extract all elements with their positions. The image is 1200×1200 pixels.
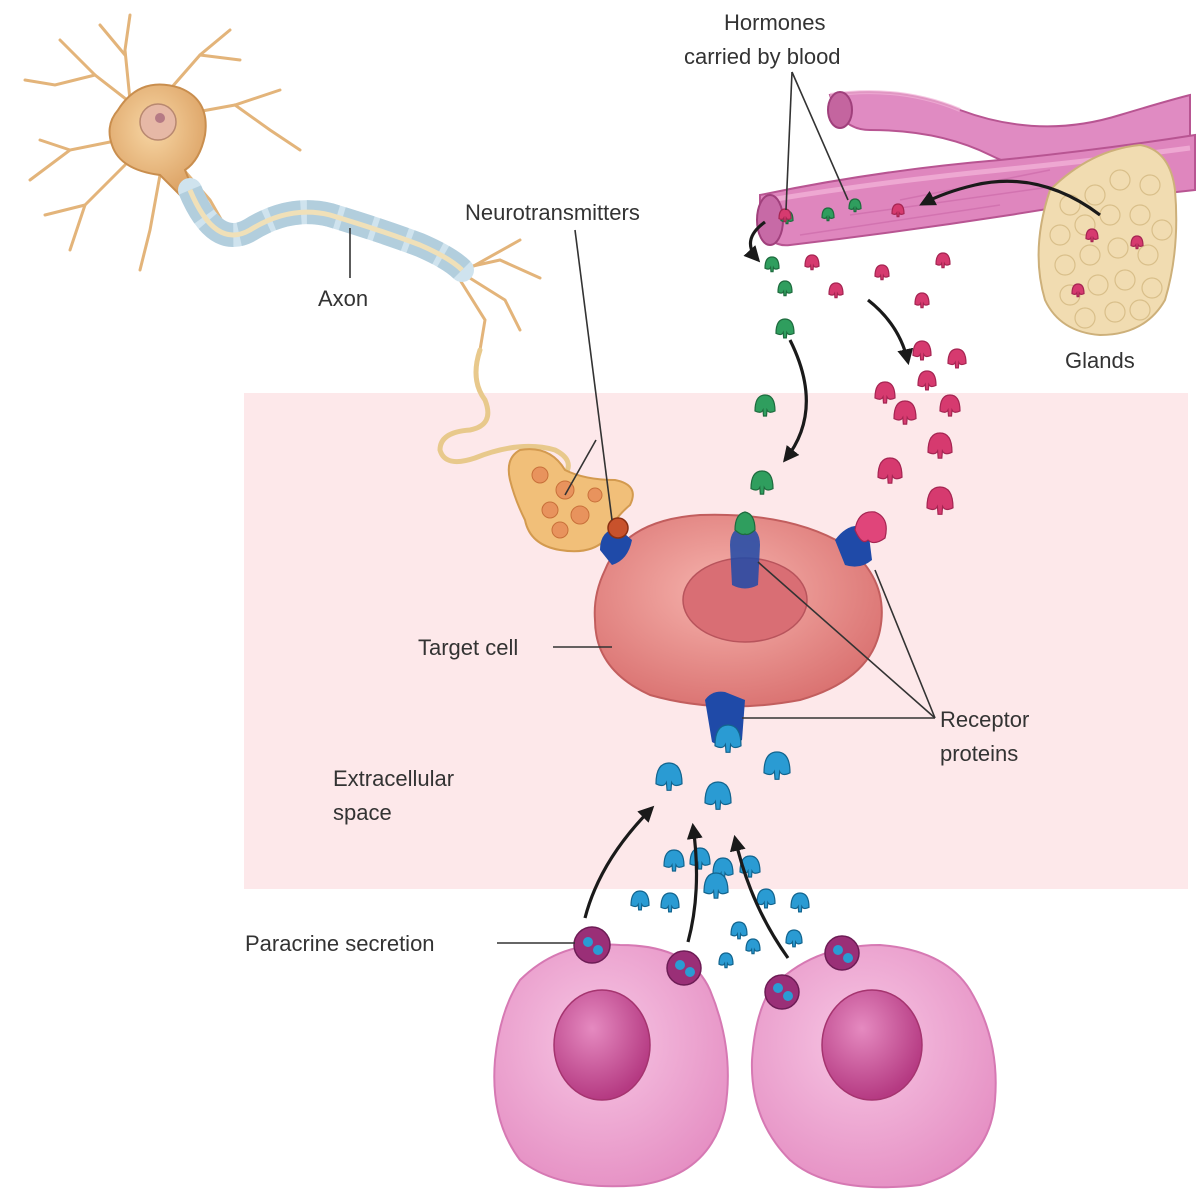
pink-hormone-molecule [939,394,961,417]
green-hormone-molecule [821,207,835,222]
pink-hormone-molecule [947,348,967,369]
receptor-proteins [600,525,872,747]
label-extracellular-line2: space [333,800,392,825]
green-hormone-bound [734,511,756,536]
pink-hormone-molecule [926,486,954,515]
pink-hormone-molecule [935,252,951,269]
label-neurotransmitters: Neurotransmitters [465,200,640,225]
label-extracellular-line1: Extracellular [333,766,454,791]
pink-hormone-molecule [778,208,792,223]
green-hormone-molecule [764,256,780,273]
green-hormone-molecule [777,280,793,297]
label-glands: Glands [1065,348,1135,373]
pink-hormone-bound [854,511,887,544]
paracrine-cell-left [493,943,729,1188]
green-hormone-molecule [754,394,776,417]
paracrine-cell-right [750,943,997,1189]
green-hormone-molecule [848,198,862,213]
label-axon: Axon [318,286,368,311]
synaptic-vesicles [531,466,603,539]
neuron [23,13,542,352]
pink-hormone-molecule [914,292,930,309]
pink-hormone-molecule [912,340,932,361]
paracrine-signal-molecule [790,892,810,913]
pink-hormone-molecule [874,264,890,281]
paracrine-signal-molecule [660,892,680,913]
paracrine-signal-molecule [714,724,742,753]
paracrine-signal-molecule [663,849,685,872]
pink-hormone-molecule [874,381,896,404]
label-receptor-line2: proteins [940,741,1018,766]
paracrine-signal-molecule [704,781,732,810]
green-hormone-molecule [750,470,774,495]
label-target-cell: Target cell [418,635,518,660]
pink-hormone-molecule [877,457,903,484]
pink-hormone-molecule [1130,235,1144,250]
flow-arrows [583,179,1101,959]
pink-hormone-molecule [927,432,953,459]
label-hormones-line2: carried by blood [684,44,841,69]
label-receptor-line1: Receptor [940,707,1029,732]
paracrine-signal-molecule [718,952,734,969]
paracrine-signal-molecule [730,921,748,940]
signal-molecules [630,198,1144,969]
pink-hormone-molecule [1085,228,1099,243]
paracrine-signal-molecule [655,762,683,791]
neurotransmitter-bound [607,517,629,539]
green-hormone-molecule [775,318,795,339]
label-hormones-line1: Hormones [724,10,825,35]
paracrine-signal-molecule [763,751,791,780]
label-paracrine-secretion: Paracrine secretion [245,931,435,956]
paracrine-signal-molecule [703,872,729,899]
paracrine-signal-molecule [745,938,761,955]
axon-fiber [437,347,571,478]
paracrine-signal-molecule [630,890,650,911]
paracrine-signal-molecule [756,888,776,909]
pink-hormone-molecule [917,370,937,391]
pink-hormone-molecule [828,282,844,299]
pink-hormone-molecule [1071,283,1085,298]
paracrine-signal-molecule [785,929,803,948]
pink-hormone-molecule [804,254,820,271]
pink-hormone-molecule [891,203,905,218]
pink-hormone-molecule [893,400,917,425]
